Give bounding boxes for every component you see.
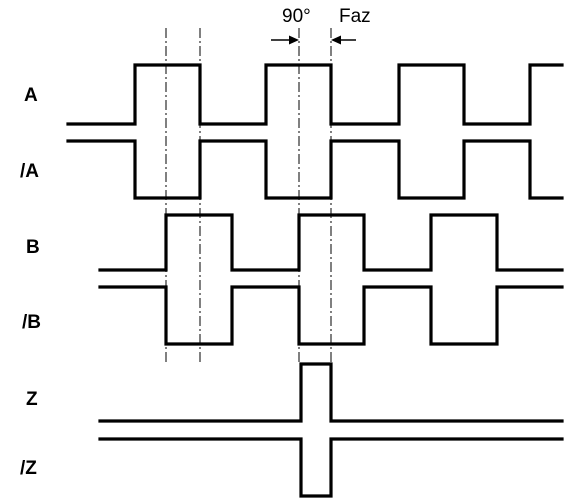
waveform-z bbox=[98, 362, 564, 423]
waveform-b-inv bbox=[98, 285, 564, 346]
signal-label-z: Z bbox=[26, 389, 38, 410]
waveform-a bbox=[66, 63, 564, 126]
signal-label-a: A bbox=[24, 85, 38, 106]
signal-label-b: B bbox=[26, 237, 40, 258]
signal-label-a-inv: /A bbox=[20, 161, 39, 182]
signal-labels: A /A B /B Z /Z bbox=[20, 85, 41, 479]
signal-label-z-inv: /Z bbox=[20, 458, 37, 479]
phase-dimension: 90° Faz bbox=[271, 6, 371, 45]
waveform-b bbox=[98, 213, 564, 272]
waveforms bbox=[66, 63, 564, 498]
waveform-z-inv bbox=[98, 437, 564, 498]
phase-arrow-left-head bbox=[289, 35, 299, 45]
signal-label-b-inv: /B bbox=[22, 312, 41, 333]
phase-degrees-label: 90° bbox=[282, 6, 311, 27]
waveform-a-inv bbox=[66, 139, 564, 200]
phase-arrow-right-head bbox=[331, 35, 341, 45]
phase-word-label: Faz bbox=[339, 6, 371, 27]
